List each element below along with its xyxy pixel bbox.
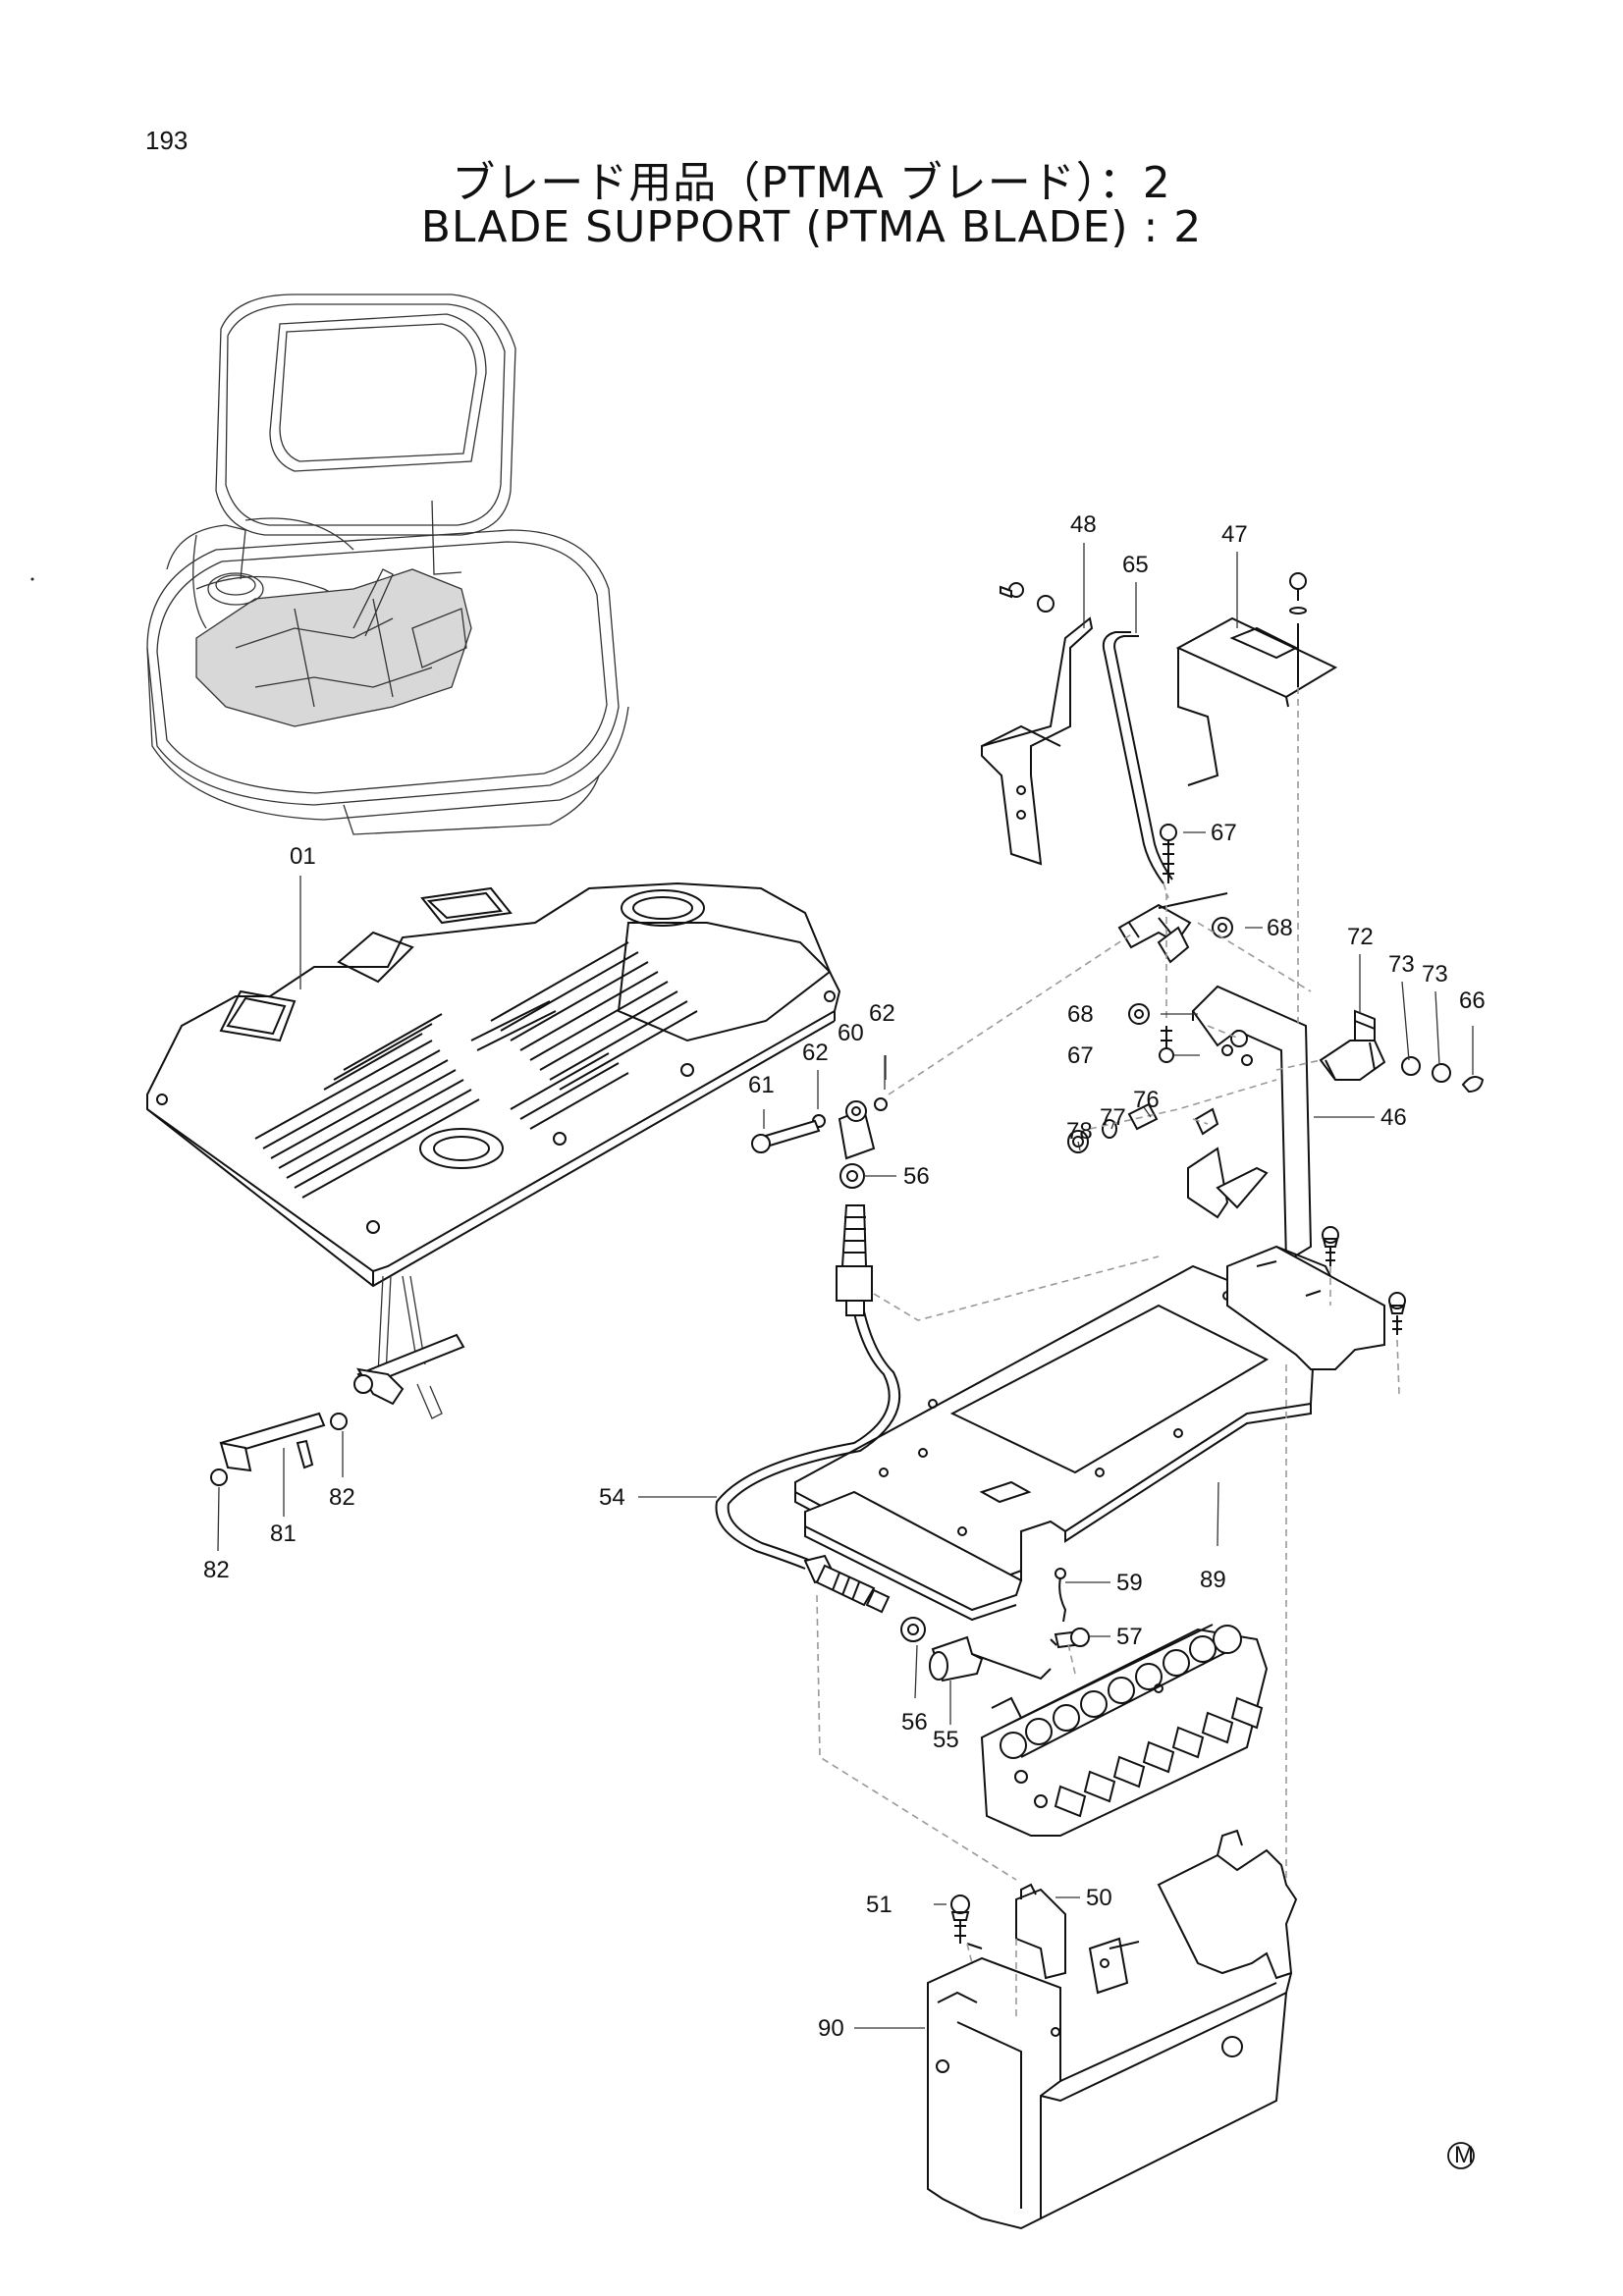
label-82-a: 82 [329,1484,355,1511]
valve-mount-plate [794,1245,1385,1622]
title-japanese: ブレード用品（PTMA ブレード）：2 [452,158,1171,208]
page-number: 193 [145,126,189,155]
label-57: 57 [1116,1624,1143,1650]
label-67-a: 67 [1211,820,1237,846]
label-73-b: 73 [1422,961,1448,988]
label-62-b: 62 [802,1040,829,1066]
machine-overview-illustration [146,294,629,835]
control-valve [980,1624,1269,1837]
label-51: 51 [866,1892,893,1918]
label-72: 72 [1347,924,1374,950]
clamp-brackets [1117,824,1233,1063]
label-46: 46 [1380,1104,1407,1131]
label-61: 61 [748,1072,775,1098]
leader-lines [217,543,1474,2029]
label-48: 48 [1070,511,1097,538]
bolts-right [1322,1226,1406,1335]
label-66: 66 [1459,988,1486,1014]
title-english: BLADE SUPPORT (PTMA BLADE) : 2 [420,202,1203,252]
label-82-b: 82 [203,1557,230,1583]
label-90: 90 [818,2015,844,2042]
label-56-a: 56 [903,1163,930,1190]
hose-54 [715,1097,926,1642]
label-76: 76 [1133,1087,1160,1113]
label-89: 89 [1200,1567,1226,1593]
label-81: 81 [270,1521,297,1547]
part-labels: 01 48 65 47 67 68 72 73 73 66 68 67 46 7… [203,511,1486,2042]
lower-frame [927,1829,1298,2230]
manufacturer-mark-letter: M [1454,2142,1474,2168]
manufacturer-mark: M [1447,2142,1475,2169]
label-78: 78 [1066,1118,1093,1145]
label-62-a: 62 [869,1000,895,1027]
label-68-a: 68 [1267,915,1293,941]
label-65: 65 [1122,552,1149,578]
label-55: 55 [933,1727,959,1753]
rod-65 [1102,631,1173,884]
label-77: 77 [1100,1104,1126,1131]
label-01: 01 [290,843,316,870]
label-59: 59 [1116,1570,1143,1596]
label-68-b: 68 [1067,1001,1094,1028]
label-47: 47 [1221,521,1248,548]
label-60: 60 [838,1020,864,1046]
label-67-b: 67 [1067,1042,1094,1069]
label-54: 54 [599,1484,625,1511]
lever-55-57-59 [929,1568,1090,1682]
floor-plate [146,881,841,1288]
bracket-47 [1175,572,1338,786]
rod-end-72-73-66 [1319,1009,1485,1094]
label-73-a: 73 [1388,951,1415,978]
pedal-link-assembly [210,1275,465,1486]
bracket-48 [981,582,1094,866]
assembly-lines [816,687,1400,2017]
label-56-b: 56 [901,1709,928,1735]
label-50: 50 [1086,1885,1112,1911]
bracket-46 [1187,985,1331,1277]
